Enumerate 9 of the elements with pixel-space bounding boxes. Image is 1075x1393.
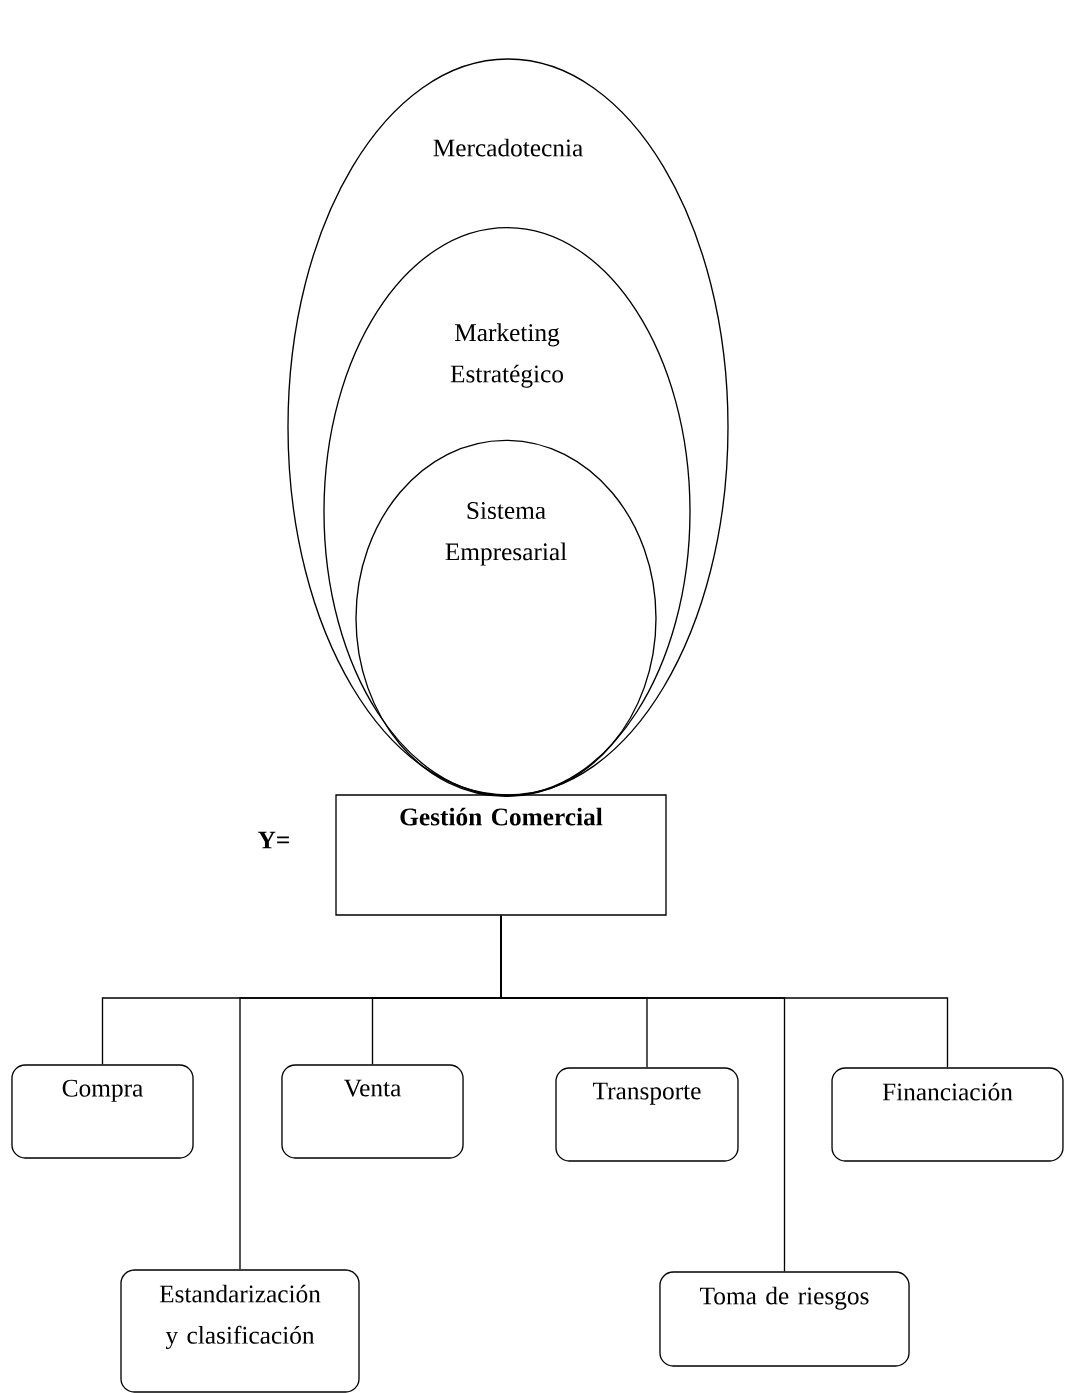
process-box: Estandarización y clasificación	[120, 1269, 360, 1393]
title-box: Gestión Comercial	[335, 794, 667, 916]
side-label: Y=	[258, 831, 289, 849]
process-box: Transporte	[555, 1067, 739, 1162]
process-box: Toma de riesgos	[659, 1271, 910, 1367]
connector-line	[500, 915, 949, 1068]
process-box: Venta	[281, 1064, 464, 1159]
process-box: Compra	[11, 1064, 194, 1159]
process-box: Financiación	[831, 1067, 1064, 1162]
